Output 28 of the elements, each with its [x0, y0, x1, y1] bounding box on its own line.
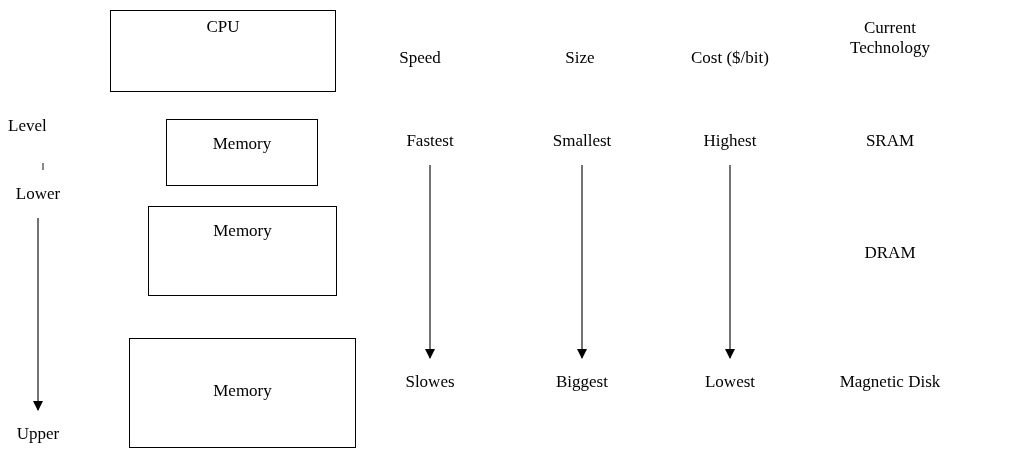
technology-label: Magnetic Disk	[838, 372, 942, 392]
arrow	[577, 164, 587, 359]
box-label: Memory	[212, 381, 273, 401]
column-header: Size	[564, 48, 596, 68]
metric-label: Slowes	[392, 372, 468, 392]
cpu-box	[110, 10, 336, 92]
level-label: Upper	[8, 424, 68, 444]
technology-label: SRAM	[864, 131, 916, 151]
technology-label: DRAM	[863, 243, 917, 263]
column-header: Speed	[398, 48, 442, 68]
box-label: CPU	[205, 17, 241, 37]
metric-label: Fastest	[395, 131, 465, 151]
arrow	[425, 164, 435, 359]
column-header: Current Technology	[849, 18, 931, 58]
arrow	[33, 217, 43, 411]
metric-label: Lowest	[690, 372, 770, 392]
metric-label: Highest	[688, 131, 772, 151]
level-label: Lower	[8, 184, 68, 204]
metric-label: Smallest	[535, 131, 629, 151]
arrow	[725, 164, 735, 359]
box-label: Memory	[212, 221, 273, 241]
memory-box	[129, 338, 356, 448]
memory-box	[166, 119, 318, 186]
memory-box	[148, 206, 337, 296]
column-header: Cost ($/bit)	[690, 48, 770, 68]
level-label: Level	[8, 116, 48, 136]
metric-label: Biggest	[540, 372, 624, 392]
box-label: Memory	[211, 134, 273, 154]
